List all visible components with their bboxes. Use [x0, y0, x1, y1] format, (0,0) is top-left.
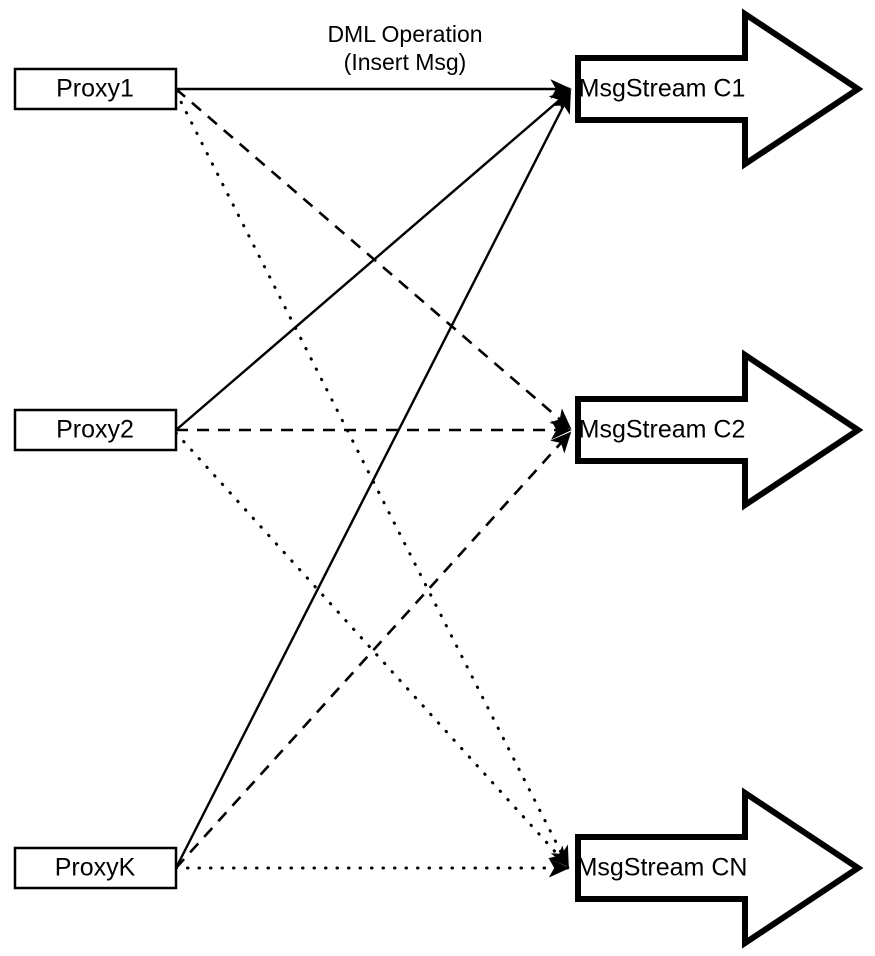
- link-proxyk-to-stream-c2[interactable]: [175, 431, 572, 869]
- stream-node-group: MsgStream C1 MsgStream C2 MsgStream CN: [575, 8, 864, 949]
- link-proxy1-to-stream-cn[interactable]: [174, 90, 570, 868]
- stream-node-stream-cn[interactable]: MsgStream CN: [575, 787, 864, 949]
- proxy-node-proxy1[interactable]: Proxy1: [13, 67, 178, 111]
- stream-label: MsgStream C2: [579, 416, 746, 444]
- link-proxyk-to-stream-c1[interactable]: [174, 91, 572, 869]
- proxy-box-shape: [13, 67, 178, 111]
- proxy-node-proxyk[interactable]: ProxyK: [13, 846, 178, 890]
- proxy-node-proxy2[interactable]: Proxy2: [13, 408, 178, 452]
- proxy-box-shape: [13, 846, 178, 890]
- stream-label: MsgStream C1: [579, 75, 746, 103]
- proxy-label: Proxy1: [56, 75, 134, 103]
- link-layer: [174, 79, 572, 878]
- block-arrow-shape: [575, 787, 864, 949]
- edge-annotation-line-2: (Insert Msg): [344, 49, 467, 75]
- edge-annotation-line-1: DML Operation: [327, 21, 482, 47]
- proxy-label: ProxyK: [55, 854, 136, 882]
- proxy-box-shape: [13, 408, 178, 452]
- block-arrow-shape: [575, 8, 864, 170]
- proxy-label: Proxy2: [56, 416, 134, 444]
- link-proxy1-to-stream-c2[interactable]: [175, 88, 572, 430]
- block-arrow-shape: [575, 349, 864, 511]
- edge-annotation: DML Operation (Insert Msg): [327, 21, 482, 75]
- stream-node-stream-c2[interactable]: MsgStream C2: [575, 349, 864, 511]
- proxy-node-group: Proxy1 Proxy2 ProxyK: [13, 67, 178, 890]
- link-proxy2-to-stream-cn[interactable]: [174, 431, 570, 868]
- stream-node-stream-c1[interactable]: MsgStream C1: [575, 8, 864, 170]
- link-proxy2-to-stream-c1[interactable]: [175, 89, 572, 431]
- stream-label: MsgStream CN: [577, 854, 748, 882]
